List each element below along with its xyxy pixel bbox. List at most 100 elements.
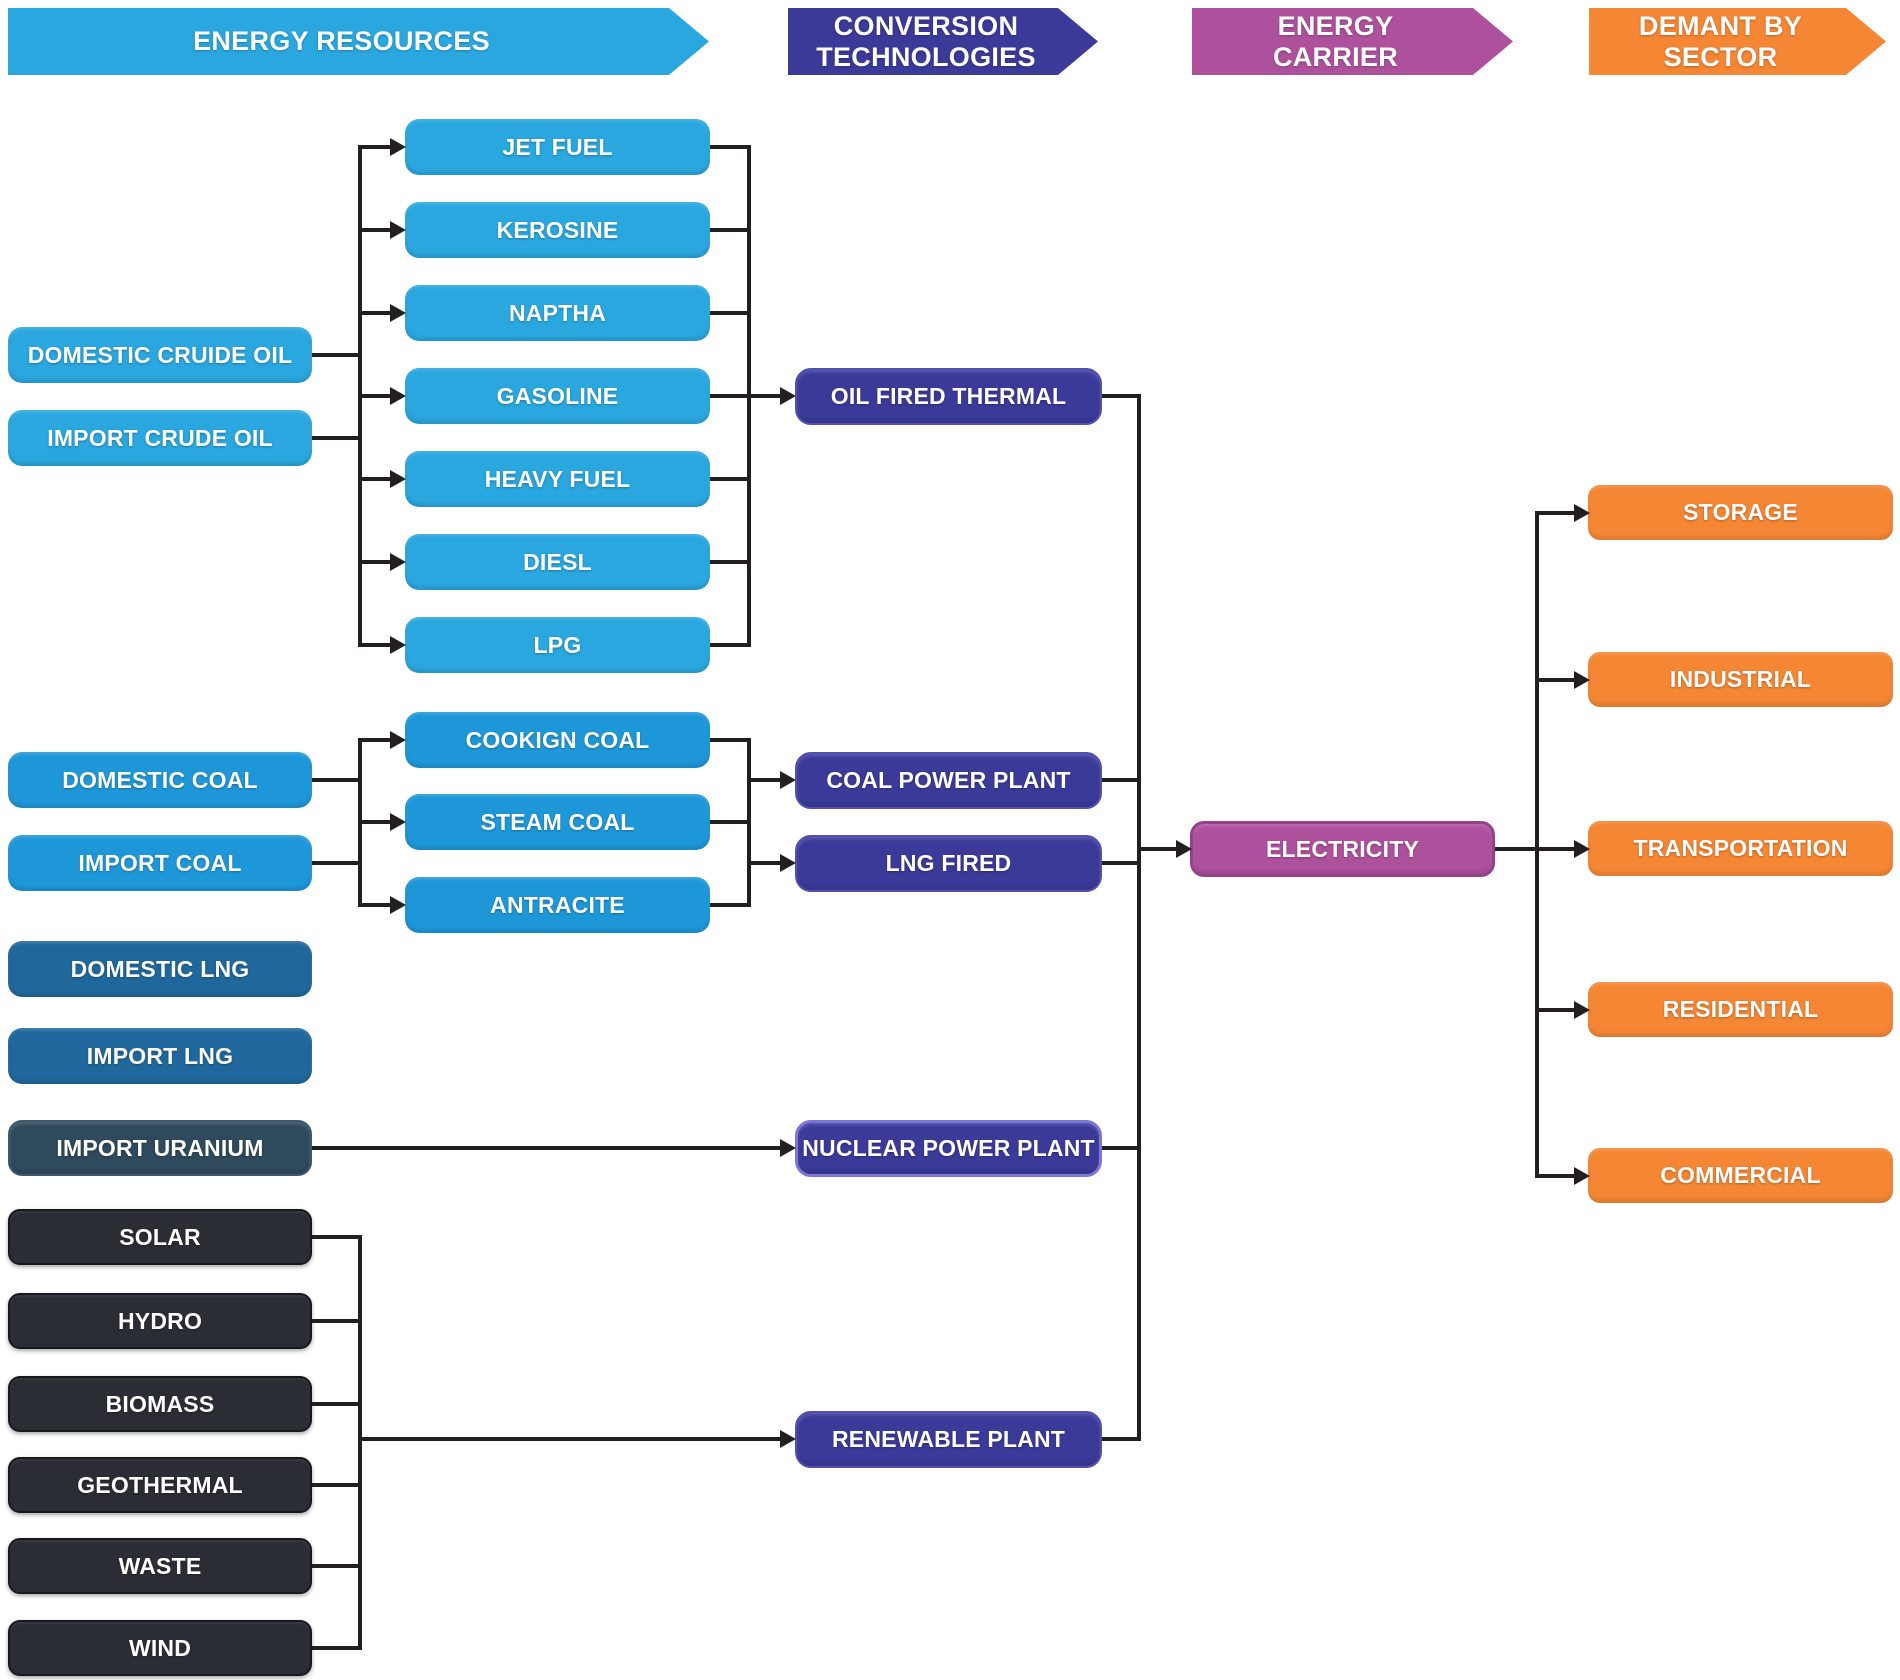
node-lpg: LPG (405, 617, 710, 673)
connector-line (747, 394, 782, 398)
node-industrial: INDUSTRIAL (1588, 652, 1893, 707)
connector-line (710, 738, 751, 742)
node-biomass: BIOMASS (8, 1376, 312, 1432)
arrowhead-icon (390, 138, 406, 156)
node-gasoline: GASOLINE (405, 368, 710, 424)
node-kerosine: KEROSINE (405, 202, 710, 258)
connector-line (1102, 1146, 1141, 1150)
node-cookign-coal: COOKIGN COAL (405, 712, 710, 768)
arrowhead-icon (390, 896, 406, 914)
connector-line (312, 1235, 360, 1239)
node-electricity: ELECTRICITY (1190, 821, 1495, 877)
node-steam-coal: STEAM COAL (405, 794, 710, 850)
connector-line (1537, 1174, 1576, 1178)
arrowhead-icon (390, 221, 406, 239)
connector-line (312, 1146, 782, 1150)
node-domestic-lng: DOMESTIC LNG (8, 941, 312, 997)
node-domestic-crude-oil: DOMESTIC CRUIDE OIL (8, 327, 312, 383)
connector-line (1537, 1008, 1576, 1012)
node-commercial: COMMERCIAL (1588, 1148, 1893, 1203)
node-residential: RESIDENTIAL (1588, 982, 1893, 1037)
connector-line (1139, 847, 1178, 851)
connector-line (710, 820, 751, 824)
header-energy-resources: ENERGY RESOURCES (8, 8, 709, 75)
node-renewable-plant: RENEWABLE PLANT (795, 1411, 1102, 1468)
connector-line (710, 228, 751, 232)
node-storage: STORAGE (1588, 485, 1893, 540)
arrowhead-icon (1574, 1167, 1590, 1185)
connector-line (358, 1235, 362, 1650)
connector-line (312, 861, 360, 865)
node-antracite: ANTRACITE (405, 877, 710, 933)
arrowhead-icon (1574, 504, 1590, 522)
arrowhead-icon (780, 1139, 796, 1157)
node-import-lng: IMPORT LNG (8, 1028, 312, 1084)
connector-line (358, 228, 392, 232)
connector-line (358, 738, 392, 742)
arrowhead-icon (390, 304, 406, 322)
connector-line (1535, 511, 1539, 1178)
connector-line (312, 1646, 360, 1650)
connector-line (312, 1402, 360, 1406)
header-demand-by-sector: DEMANT BY SECTOR (1589, 8, 1886, 75)
arrowhead-icon (780, 1430, 796, 1448)
header-conversion-technologies: CONVERSION TECHNOLOGIES (788, 8, 1098, 75)
node-naptha: NAPTHA (405, 285, 710, 341)
node-hydro: HYDRO (8, 1293, 312, 1349)
arrowhead-icon (1176, 840, 1192, 858)
connector-line (1102, 778, 1141, 782)
connector-line (1537, 511, 1576, 515)
node-nuclear-power-plant: NUCLEAR POWER PLANT (795, 1120, 1102, 1177)
node-waste: WASTE (8, 1538, 312, 1594)
arrowhead-icon (780, 854, 796, 872)
connector-line (358, 560, 392, 564)
arrowhead-icon (390, 731, 406, 749)
connector-line (710, 903, 751, 907)
header-energy-carrier: ENERGY CARRIER (1192, 8, 1513, 75)
node-domestic-coal: DOMESTIC COAL (8, 752, 312, 808)
connector-line (312, 1319, 360, 1323)
node-solar: SOLAR (8, 1209, 312, 1265)
connector-line (312, 1564, 360, 1568)
connector-line (312, 353, 360, 357)
connector-line (358, 394, 392, 398)
connector-line (358, 145, 392, 149)
connector-line (710, 394, 751, 398)
arrowhead-icon (1574, 840, 1590, 858)
connector-line (1102, 861, 1141, 865)
connector-line (710, 311, 751, 315)
arrowhead-icon (390, 813, 406, 831)
connector-line (710, 560, 751, 564)
connector-line (358, 1437, 782, 1441)
connector-line (1137, 394, 1141, 1441)
node-oil-fired-thermal: OIL FIRED THERMAL (795, 368, 1102, 425)
connector-line (1102, 394, 1141, 398)
connector-line (710, 477, 751, 481)
arrowhead-icon (390, 470, 406, 488)
arrowhead-icon (1574, 1001, 1590, 1019)
node-import-uranium: IMPORT URANIUM (8, 1120, 312, 1176)
node-transportation: TRANSPORTATION (1588, 821, 1893, 876)
connector-line (358, 477, 392, 481)
node-lng-fired: LNG FIRED (795, 835, 1102, 892)
connector-line (312, 778, 360, 782)
node-wind: WIND (8, 1620, 312, 1676)
node-geothermal: GEOTHERMAL (8, 1457, 312, 1513)
connector-line (358, 820, 392, 824)
node-coal-power-plant: COAL POWER PLANT (795, 752, 1102, 809)
connector-line (747, 861, 782, 865)
connector-line (358, 311, 392, 315)
arrowhead-icon (1574, 671, 1590, 689)
node-diesl: DIESL (405, 534, 710, 590)
connector-line (358, 643, 392, 647)
arrowhead-icon (390, 636, 406, 654)
node-heavy-fuel: HEAVY FUEL (405, 451, 710, 507)
connector-line (747, 778, 782, 782)
arrowhead-icon (390, 387, 406, 405)
node-import-coal: IMPORT COAL (8, 835, 312, 891)
arrowhead-icon (780, 387, 796, 405)
connector-line (710, 643, 751, 647)
arrowhead-icon (390, 553, 406, 571)
connector-line (1102, 1437, 1141, 1441)
